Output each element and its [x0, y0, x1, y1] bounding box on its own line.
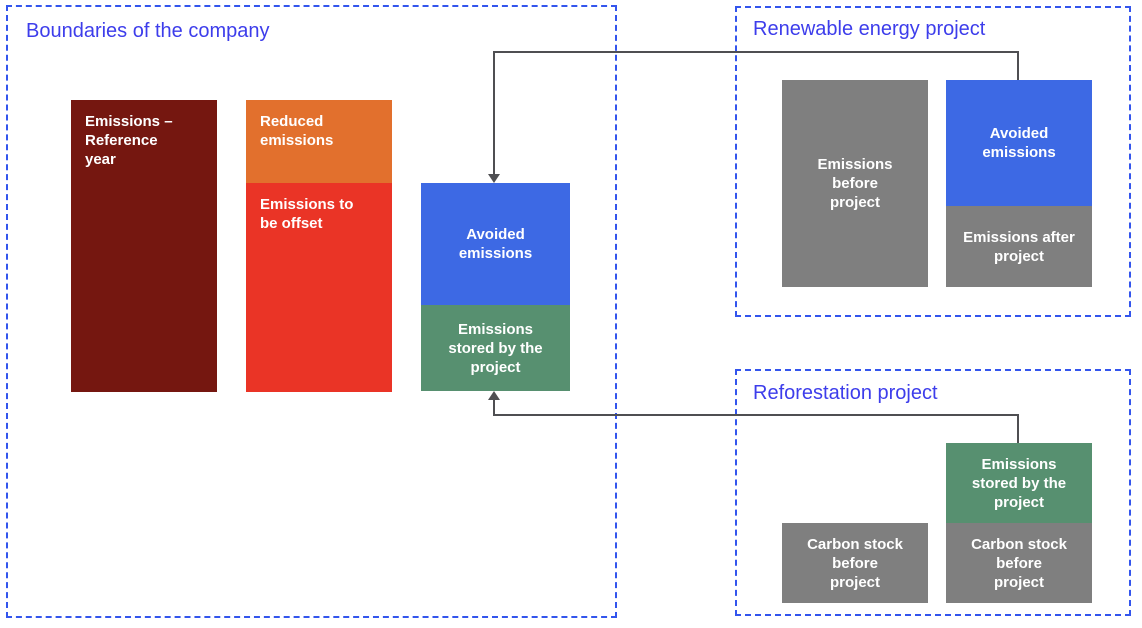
- bar-label: Avoided emissions: [458, 226, 533, 262]
- bar-label: Carbon stock before project: [807, 535, 903, 591]
- bar-avoided-emissions-company: Avoided emissions: [421, 183, 570, 305]
- bar-label: Emissions stored by the project: [971, 455, 1067, 511]
- company-boundary-box: Boundaries of the company: [6, 5, 617, 618]
- bar-label: Emissions stored by the project: [448, 320, 543, 376]
- bar-label: Emissions to be offset: [260, 196, 354, 232]
- connector-stored-right-stub: [1017, 414, 1019, 443]
- connector-stored-left-rise: [493, 399, 495, 416]
- bar-emissions-before-project: Emissions before project: [782, 80, 928, 287]
- bar-emissions-stored-company: Emissions stored by the project: [421, 305, 570, 391]
- connector-avoided-right-stub: [1017, 51, 1019, 80]
- connector-avoided-left-drop: [493, 51, 495, 175]
- bar-label: Reduced emissions: [260, 113, 334, 149]
- bar-avoided-emissions-renewable: Avoided emissions: [946, 80, 1092, 206]
- arrow-down-icon: [488, 174, 500, 183]
- bar-label: Avoided emissions: [982, 125, 1056, 161]
- renewable-title: Renewable energy project: [753, 18, 986, 40]
- bar-carbon-stock-before-left: Carbon stock before project: [782, 523, 928, 603]
- reforestation-project-box: Reforestation project: [735, 369, 1131, 616]
- connector-stored-horizontal: [493, 414, 1019, 416]
- reforestation-title: Reforestation project: [753, 382, 938, 404]
- bar-label: Emissions before project: [817, 156, 893, 211]
- bar-carbon-stock-before-right: Carbon stock before project: [946, 523, 1092, 603]
- bar-label: Emissions after project: [963, 228, 1075, 265]
- renewable-project-box: Renewable energy project: [735, 6, 1131, 317]
- bar-emissions-after-project: Emissions after project: [946, 206, 1092, 287]
- bar-reduced-emissions: Reduced emissions: [246, 100, 392, 183]
- connector-avoided-horizontal: [493, 51, 1019, 53]
- bar-emissions-reference-year: Emissions – Reference year: [71, 100, 217, 392]
- bar-label: Carbon stock before project: [971, 535, 1067, 591]
- bar-label: Emissions – Reference year: [85, 113, 173, 168]
- bar-emissions-to-be-offset: Emissions to be offset: [246, 183, 392, 392]
- bar-emissions-stored-reforestation: Emissions stored by the project: [946, 443, 1092, 523]
- arrow-up-icon: [488, 391, 500, 400]
- company-title: Boundaries of the company: [26, 20, 270, 42]
